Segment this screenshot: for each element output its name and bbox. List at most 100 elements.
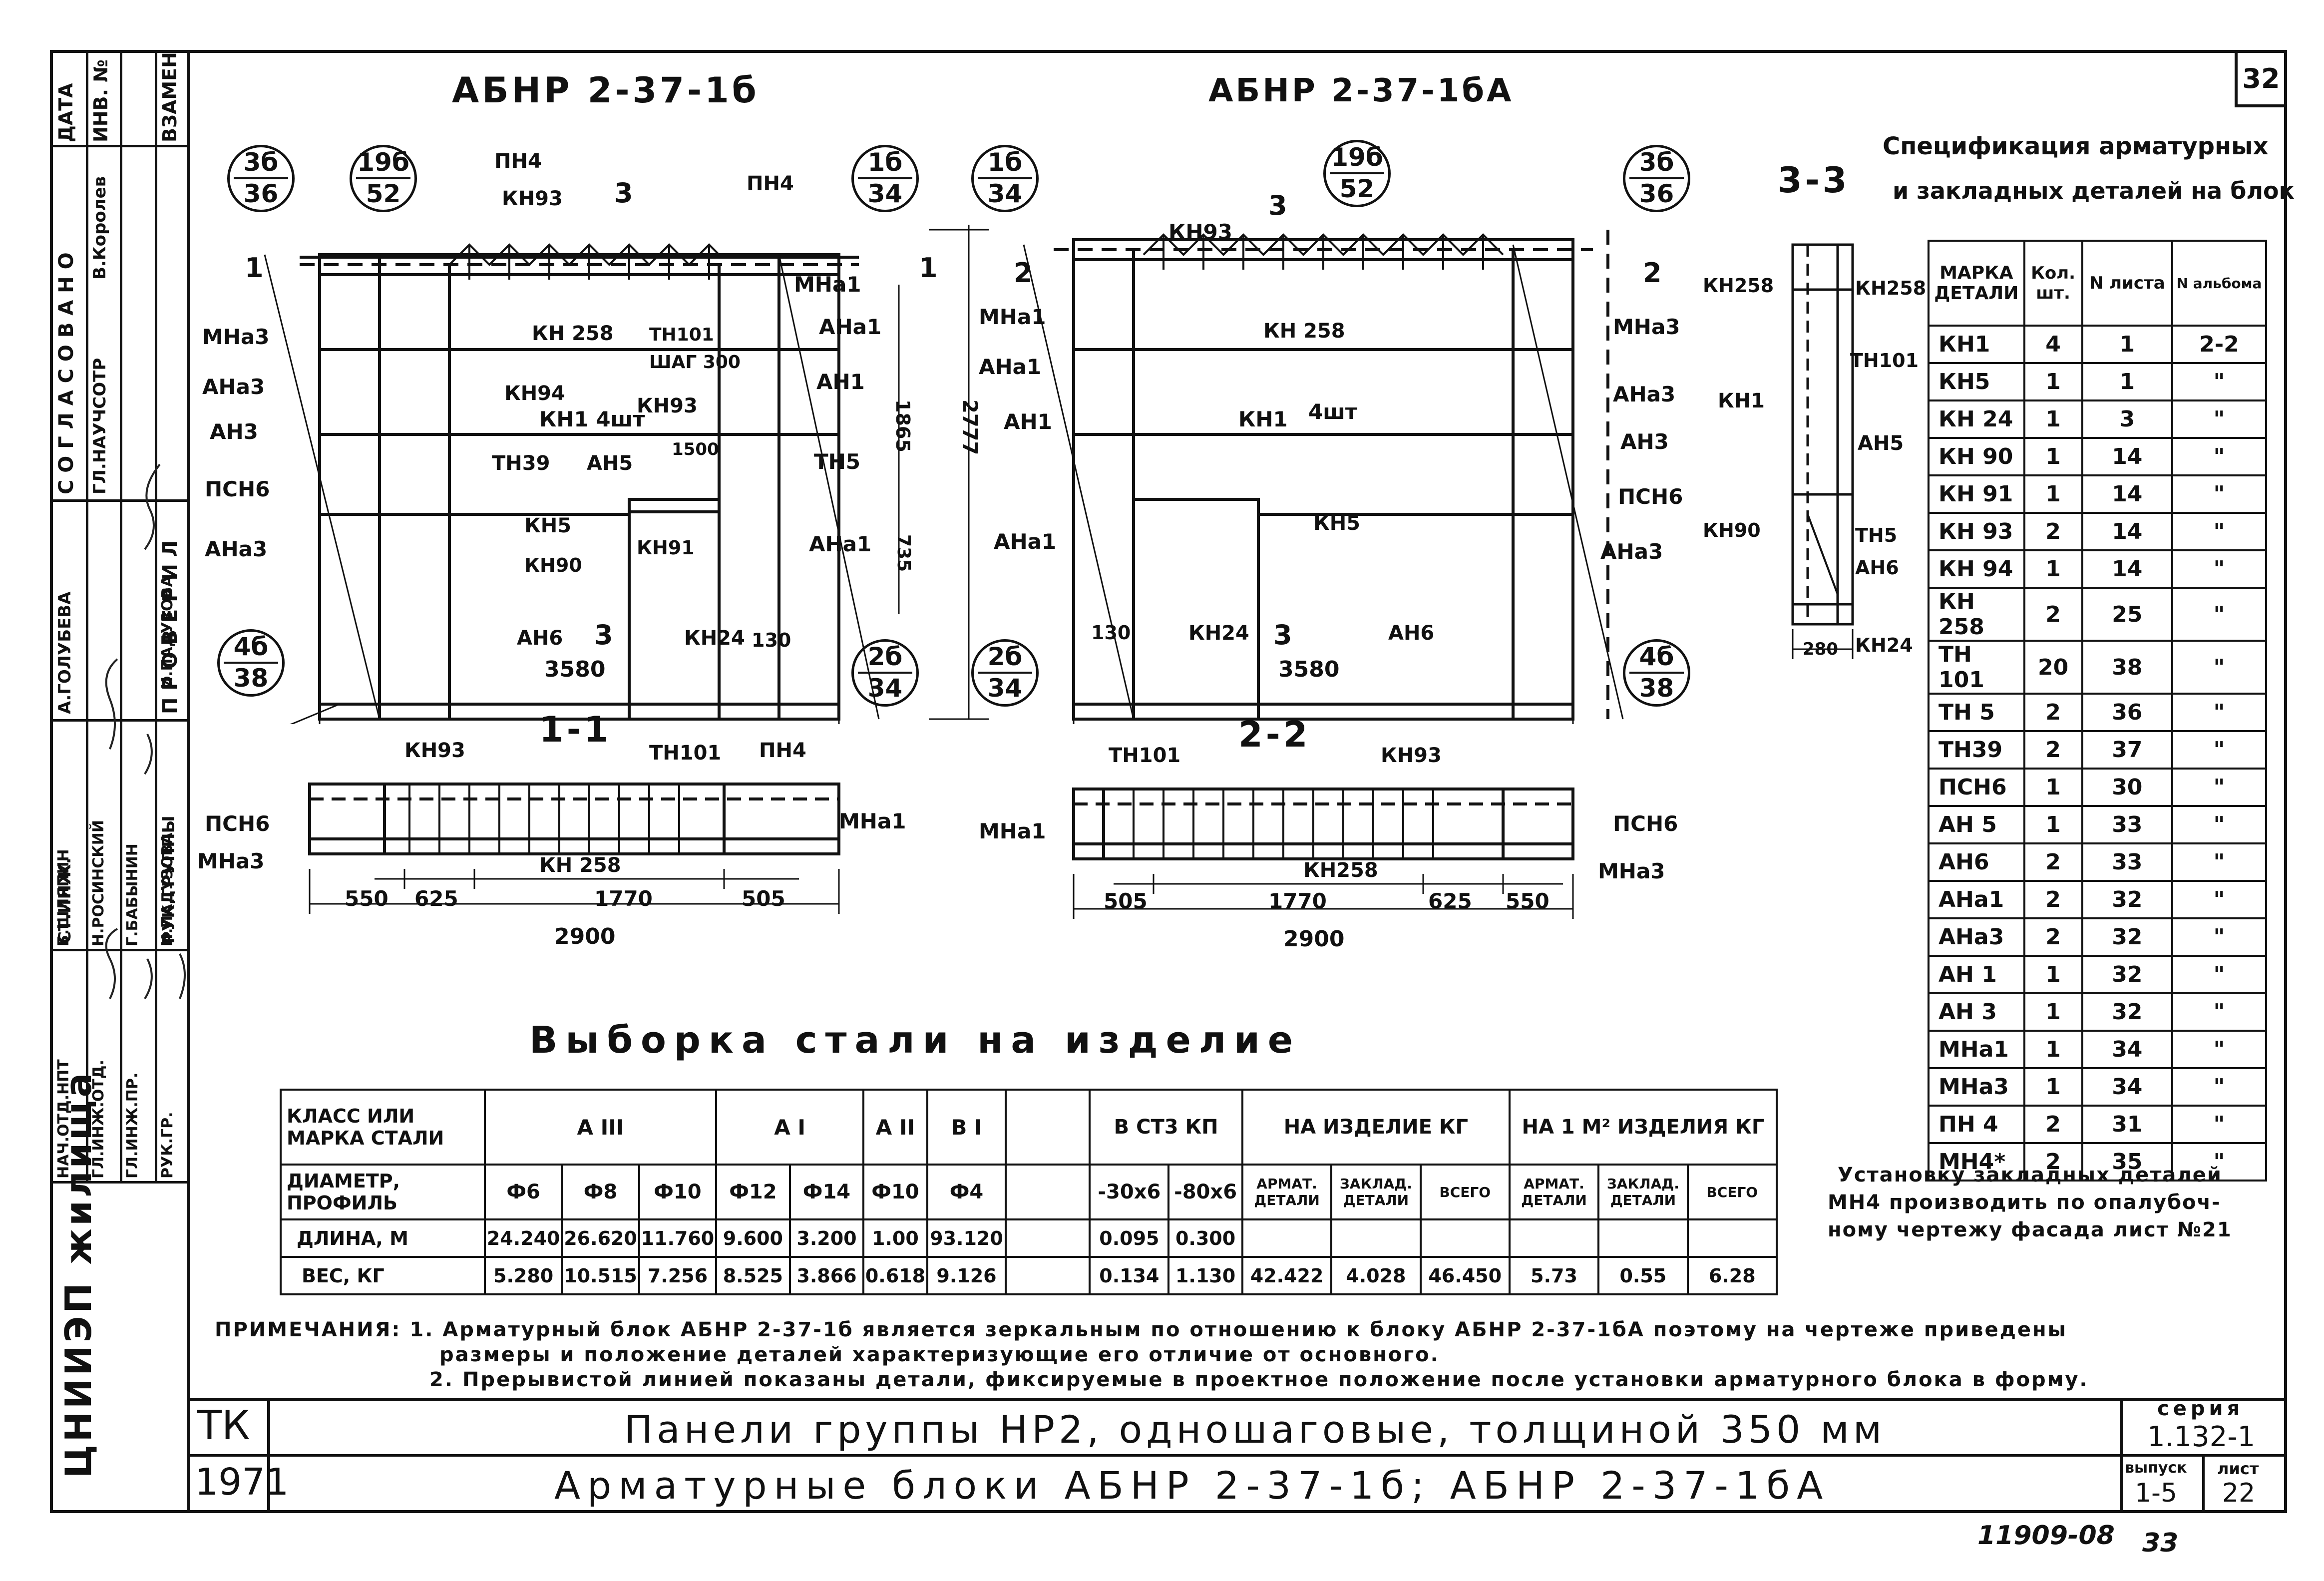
steel-weights-cell: 1.130 — [1167, 1256, 1243, 1295]
label-pn4: ПН4 — [747, 172, 794, 195]
title-block-divider — [190, 1454, 2287, 1457]
spec-cell-qty: 2 — [2023, 693, 2083, 732]
label-tn5: ТН5 — [814, 449, 861, 474]
spec-cell-mark: КН 91 — [1928, 474, 2025, 514]
steel-h-a1: А I — [715, 1089, 865, 1166]
steel-h-weight: ВЕС, КГ — [280, 1256, 486, 1295]
spec-cell-album: " — [2171, 955, 2267, 994]
spec-cell-mark: КН 258 — [1928, 587, 2025, 642]
label-kn5: КН5 — [1313, 512, 1361, 535]
steel-lengths-cell: 26.620 — [561, 1218, 640, 1258]
section-mark-3: 3 — [594, 619, 613, 651]
dim-625: 625 — [1428, 889, 1472, 913]
note-line-2: размеры и положение деталей характеризую… — [439, 1343, 1440, 1366]
spec-cell-album: " — [2171, 587, 2267, 642]
label-kn258: КН258 — [1303, 859, 1378, 882]
sheet-number-box: 32 — [2235, 52, 2285, 107]
title-block-border — [190, 1398, 2287, 1513]
spec-cell-qty: 2 — [2023, 512, 2083, 551]
label-kn93: КН93 — [502, 187, 563, 210]
callout-3b-36: 3б 36 — [227, 145, 295, 212]
stamp-divider — [50, 145, 190, 147]
steel-total-cell — [1419, 1218, 1511, 1258]
callout-top: 1б — [858, 147, 912, 179]
spec-cell-album: " — [2171, 917, 2267, 957]
section-mark-1: 1 — [245, 252, 264, 284]
spec-cell-qty: 2 — [2023, 1142, 2083, 1182]
sheet-frame — [50, 50, 2287, 1513]
spec-cell-mark: МНа3 — [1928, 1067, 2025, 1107]
spec-cell-qty: 1 — [2023, 1030, 2083, 1069]
label-kn1: КН1 — [1238, 407, 1288, 431]
label-kn1-4sht: КН1 4шт — [539, 407, 645, 431]
callout-top: 3б — [1629, 147, 1684, 179]
steel-total-cell: 5.73 — [1508, 1256, 1600, 1295]
spec-cell-album: " — [2171, 399, 2267, 439]
label-tn101: ТН101 — [1109, 744, 1181, 767]
spec-cell-qty: 2 — [2023, 587, 2083, 642]
callout-3b-36: 3б 36 — [1623, 145, 1690, 212]
spec-cell-qty: 1 — [2023, 955, 2083, 994]
title-block-divider — [267, 1398, 270, 1513]
spec-cell-qty: 1 — [2023, 768, 2083, 807]
spec-footnote-1: Установку закладных деталей — [1838, 1164, 2222, 1186]
steel-diam-cell: Ф4 — [926, 1164, 1007, 1220]
spec-cell-sheet: 37 — [2081, 730, 2174, 770]
steel-diam-cell: -80х6 — [1167, 1164, 1243, 1220]
spec-cell-qty: 1 — [2023, 399, 2083, 439]
steel-total-cell — [1508, 1218, 1600, 1258]
spec-cell-sheet: 25 — [2081, 587, 2174, 642]
label-ana3: АНа3 — [1600, 539, 1663, 564]
steel-h-class: КЛАСС ИЛИ МАРКА СТАЛИ — [280, 1089, 486, 1166]
label-kn94: КН94 — [504, 382, 565, 405]
steel-total-cell: 6.28 — [1686, 1256, 1778, 1295]
bottom-number: 11909-08 — [1977, 1521, 2115, 1551]
section-2-2-svg — [1072, 788, 1574, 919]
section-mark-2: 2 — [1014, 257, 1033, 289]
steel-title: Выборка стали на изделие — [529, 1019, 1301, 1062]
steel-h-b1: В I — [926, 1089, 1007, 1166]
stamp-divider — [50, 1181, 190, 1184]
steel-h-total-item: НА ИЗДЕЛИЕ КГ — [1241, 1089, 1511, 1166]
spec-cell-mark: АНа3 — [1928, 917, 2025, 957]
steel-h-length: ДЛИНА, М — [280, 1218, 486, 1258]
label-mna1: МНа1 — [839, 809, 906, 833]
spec-cell-album: " — [2171, 512, 2267, 551]
spec-cell-mark: АНа1 — [1928, 880, 2025, 919]
steel-sub-header: АРМАТ. ДЕТАЛИ — [1508, 1164, 1600, 1220]
dim-3580: 3580 — [1278, 657, 1340, 682]
label-kn5: КН5 — [524, 514, 572, 537]
stamp-divider — [50, 949, 190, 951]
label-mna1: МНа1 — [979, 305, 1046, 329]
steel-lengths-cell: 24.240 — [483, 1218, 563, 1258]
section-mark-3: 3 — [1273, 619, 1292, 651]
steel-total-cell — [1330, 1218, 1422, 1258]
spec-title-line1: Спецификация арматурных — [1883, 132, 2269, 160]
spec-cell-mark: КН5 — [1928, 362, 2025, 401]
spec-cell-album: " — [2171, 474, 2267, 514]
spec-cell-album: 2-2 — [2171, 325, 2267, 364]
section-mark-2: 2 — [1643, 257, 1662, 289]
label-kn93: КН93 — [637, 395, 698, 417]
spec-cell-qty: 2 — [2023, 842, 2083, 882]
label-kn24: КН24 — [1855, 634, 1913, 656]
steel-weights-cell: 9.126 — [926, 1256, 1007, 1295]
spec-cell-sheet: 36 — [2081, 693, 2174, 732]
steel-diam-cell: Ф10 — [862, 1164, 928, 1220]
spec-cell-qty: 1 — [2023, 805, 2083, 844]
spec-cell-sheet: 1 — [2081, 325, 2174, 364]
spec-header-mark: МАРКА ДЕТАЛИ — [1928, 240, 2025, 327]
callout-top: 2б — [978, 642, 1032, 674]
spec-cell-mark: ПСН6 — [1928, 768, 2025, 807]
stamp-divider — [120, 52, 122, 1181]
callout-19b-52: 19б 52 — [1323, 140, 1391, 207]
callout-bottom: 34 — [867, 674, 903, 703]
spec-cell-sheet: 31 — [2081, 1105, 2174, 1144]
title-year: 1971 — [195, 1461, 289, 1504]
spec-table: МАРКА ДЕТАЛИ Кол. шт. N листа N альбома … — [1928, 240, 2267, 1182]
spec-cell-mark: КН 90 — [1928, 437, 2025, 476]
dim-505: 505 — [742, 886, 785, 911]
